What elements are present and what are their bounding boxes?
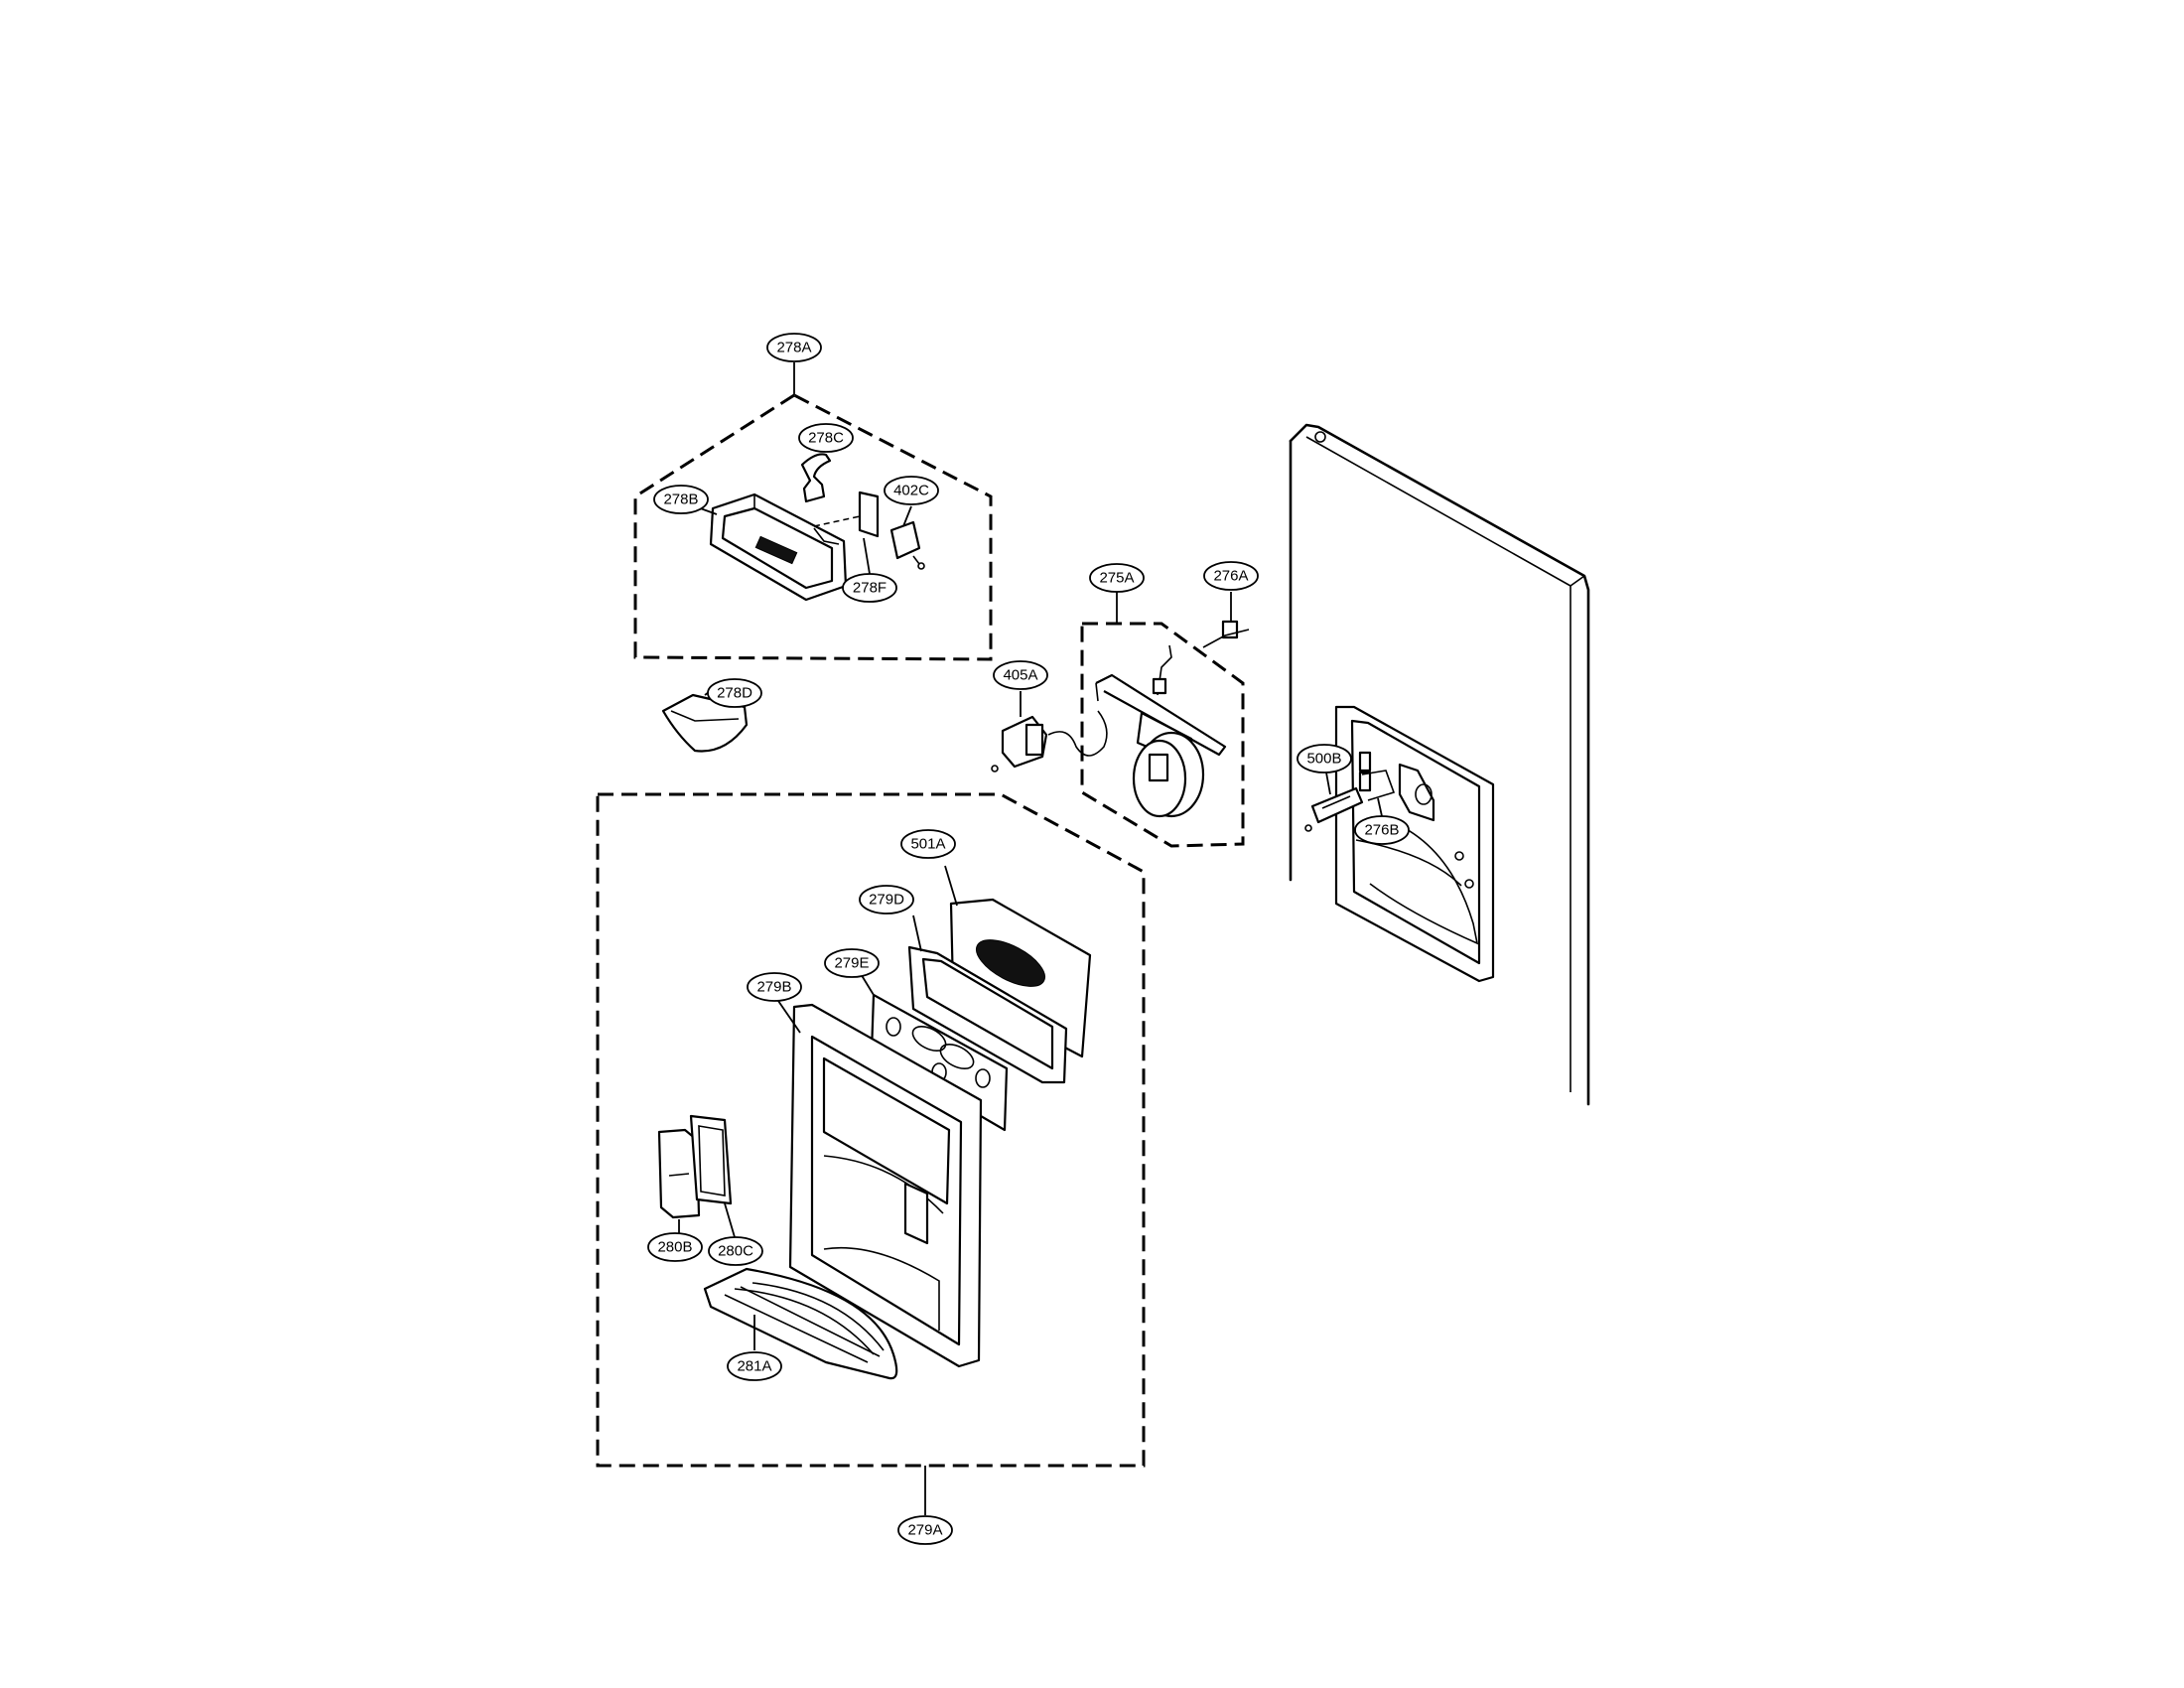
callout-275A-label: 275A [1099, 570, 1134, 587]
part-279B-cover [777, 1000, 983, 1368]
callout-279A-label: 279A [907, 1522, 942, 1539]
group-279A [596, 792, 1146, 1515]
callout-279D: 279D [859, 885, 914, 914]
callout-278A: 278A [766, 333, 822, 362]
group-278A [633, 362, 993, 661]
callout-279E-label: 279E [834, 955, 869, 972]
callout-500B: 500B [1297, 744, 1352, 774]
part-278B-housing [694, 492, 848, 602]
callout-501A: 501A [900, 829, 956, 859]
callout-278D: 278D [707, 678, 762, 708]
part-276B-bracket [1361, 770, 1396, 817]
part-280C-button [689, 1114, 736, 1238]
part-278F-plate [813, 491, 880, 575]
callout-278B: 278B [653, 485, 709, 514]
callout-278B-label: 278B [663, 492, 698, 508]
callout-279D-label: 279D [869, 892, 904, 909]
callout-280B: 280B [647, 1232, 703, 1262]
callout-279B: 279B [747, 972, 802, 1002]
part-279D-frame [907, 914, 1068, 1084]
callout-276B-label: 276B [1364, 822, 1399, 839]
callout-278C-label: 278C [808, 430, 844, 447]
callout-276A-label: 276A [1213, 568, 1248, 585]
callout-279E: 279E [824, 948, 880, 978]
callout-278D-label: 278D [717, 685, 752, 702]
part-280B-button [657, 1128, 701, 1237]
callout-501A-label: 501A [910, 836, 945, 853]
callout-278F-label: 278F [853, 580, 887, 597]
part-405A-solenoid [991, 691, 1108, 773]
part-402C-switch [889, 505, 925, 570]
part-500B-board [1304, 772, 1364, 832]
part-278C-lever [800, 453, 832, 503]
callout-405A: 405A [993, 660, 1048, 690]
callout-500B-label: 500B [1306, 751, 1341, 768]
callout-278C: 278C [798, 423, 854, 453]
group-275A [1080, 592, 1245, 848]
callout-276A: 276A [1203, 561, 1259, 591]
callout-279B-label: 279B [756, 979, 791, 996]
door-panel [1289, 423, 1590, 1106]
callout-279A: 279A [897, 1515, 953, 1545]
callout-405A-label: 405A [1003, 667, 1037, 684]
callout-278A-label: 278A [776, 340, 811, 356]
part-278D-chute [661, 688, 749, 753]
callout-280C-label: 280C [718, 1243, 753, 1260]
callout-275A: 275A [1089, 563, 1145, 593]
callout-278F: 278F [842, 573, 897, 603]
callout-402C-label: 402C [893, 483, 929, 499]
callout-280C: 280C [708, 1236, 763, 1266]
callout-276B: 276B [1354, 815, 1410, 845]
callout-402C: 402C [884, 476, 939, 505]
part-281A-tray [703, 1267, 898, 1380]
part-276A-clip [1202, 592, 1250, 648]
callout-280B-label: 280B [657, 1239, 692, 1256]
callout-281A-label: 281A [737, 1358, 771, 1375]
callout-281A: 281A [727, 1351, 782, 1381]
part-275A-motor [1095, 644, 1227, 818]
